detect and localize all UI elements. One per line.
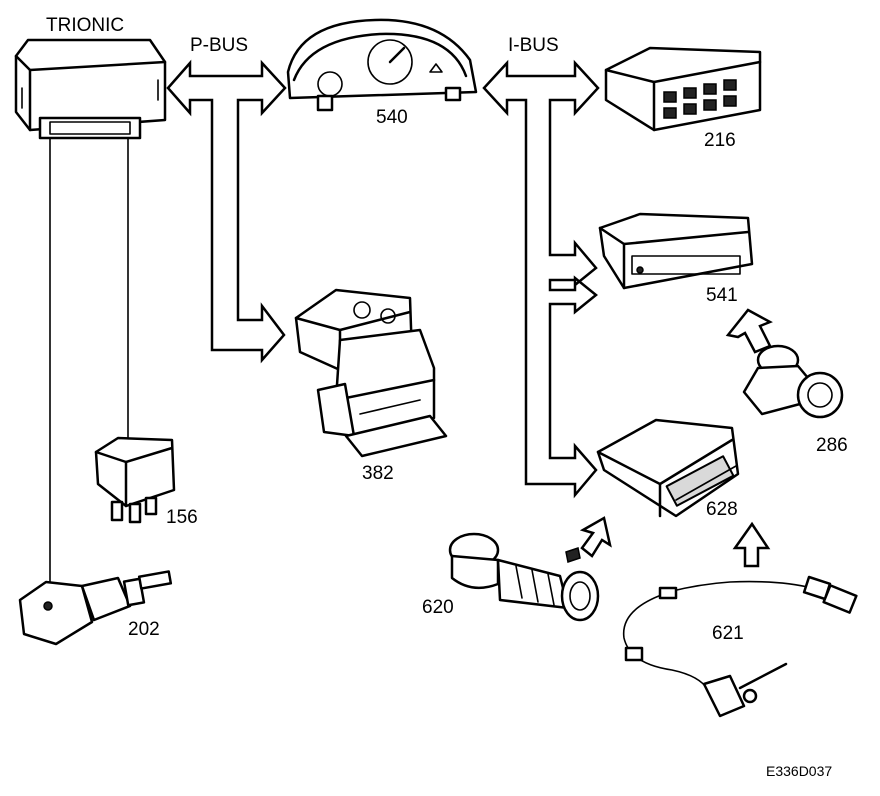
- display-unit-541: [598, 212, 754, 290]
- control-unit-628: [596, 418, 740, 518]
- label-i-bus: I-BUS: [508, 35, 559, 56]
- label-382: 382: [362, 463, 394, 484]
- label-156: 156: [166, 507, 198, 528]
- abs-unit-382: [294, 288, 448, 458]
- arrow-620-to-628: [579, 516, 612, 558]
- label-202: 202: [128, 619, 160, 640]
- label-216: 216: [704, 130, 736, 151]
- label-628: 628: [706, 499, 738, 520]
- trionic-ecu: [14, 38, 167, 140]
- control-unit-216: [604, 46, 762, 132]
- arrow-621-to-628: [732, 521, 771, 568]
- label-541: 541: [706, 285, 738, 306]
- instrument-cluster-540: [286, 18, 478, 112]
- sensor-621: [622, 575, 858, 718]
- sensor-202: [18, 570, 173, 646]
- sensor-620: [448, 532, 600, 622]
- label-trionic: TRIONIC: [46, 15, 125, 36]
- drawing-code: E336D037: [766, 763, 833, 779]
- p-bus-arrows: [166, 59, 287, 364]
- label-540: 540: [376, 107, 408, 128]
- arrow-286-to-541: [725, 308, 773, 354]
- label-p-bus: P-BUS: [190, 35, 249, 56]
- relay-156: [94, 436, 176, 524]
- label-286: 286: [816, 435, 848, 456]
- label-621: 621: [712, 623, 744, 644]
- sensor-286: [742, 344, 844, 419]
- label-620: 620: [422, 597, 454, 618]
- i-bus-arrows: [482, 59, 600, 499]
